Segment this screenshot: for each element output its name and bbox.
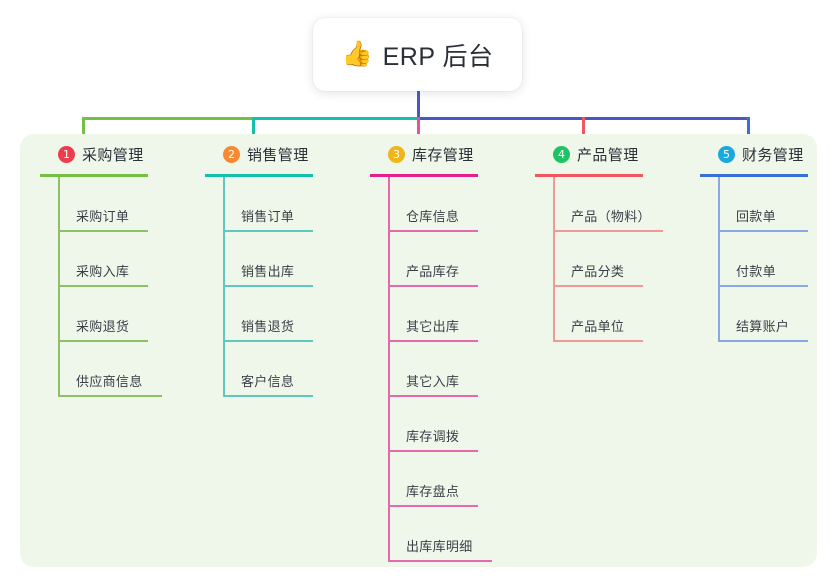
category-item-label: 产品库存 — [406, 264, 460, 279]
category-item-rule — [58, 285, 148, 287]
category-header-rule — [40, 174, 148, 177]
categories-panel — [20, 134, 817, 567]
category-item-rule — [58, 230, 148, 232]
category-item-rule — [223, 340, 313, 342]
category-item-label: 销售退货 — [241, 319, 295, 334]
category-item-rule — [388, 340, 478, 342]
category-item-rule — [553, 340, 643, 342]
category-header-rule — [535, 174, 643, 177]
category-item-rule — [718, 340, 808, 342]
category-item-label: 其它入库 — [406, 374, 460, 389]
category-item-rule — [718, 230, 808, 232]
category-spine-line — [553, 177, 555, 342]
root-node-content: 👍 ERP 后台 — [341, 37, 493, 73]
category-item-rule — [553, 285, 643, 287]
category-item-label: 销售出库 — [241, 264, 295, 279]
category-item-rule — [223, 285, 313, 287]
category-spine-line — [58, 177, 60, 397]
category-item-label: 其它出库 — [406, 319, 460, 334]
category-item-rule — [223, 395, 313, 397]
category-title: 库存管理 — [412, 146, 474, 164]
category-number-badge: 4 — [553, 145, 570, 163]
root-node-title: ERP 后台 — [382, 42, 494, 71]
category-column-product: 4 产品管理产品（物料） 产品分类产品单位 — [535, 142, 663, 342]
category-item-rule — [58, 340, 148, 342]
category-item-label: 产品单位 — [571, 319, 625, 334]
category-item-rule — [223, 230, 313, 232]
category-header-product[interactable]: 4 产品管理 — [553, 142, 639, 166]
category-column-inventory: 3 库存管理仓库信息产品库存其它出库其它入库库存调拨库存盘点出库库明细 — [370, 142, 492, 562]
category-item-rule — [388, 505, 478, 507]
category-item-label: 仓库信息 — [406, 209, 460, 224]
category-number-badge: 1 — [58, 145, 75, 163]
category-item-label: 出库库明细 — [406, 539, 473, 554]
category-number-badge: 3 — [388, 145, 405, 163]
category-item-rule — [388, 450, 478, 452]
category-item-label: 库存调拨 — [406, 429, 460, 444]
root-node-card[interactable]: 👍 ERP 后台 — [313, 18, 522, 91]
category-title: 销售管理 — [247, 146, 309, 164]
category-item-rule — [553, 230, 663, 232]
category-header-rule — [700, 174, 808, 177]
category-number-badge: 2 — [223, 145, 240, 163]
category-item-label: 库存盘点 — [406, 484, 460, 499]
category-item-label: 采购退货 — [76, 319, 130, 334]
category-item-rule — [388, 395, 478, 397]
root-stem-line — [417, 91, 420, 117]
category-item-rule — [388, 230, 478, 232]
category-header-rule — [370, 174, 478, 177]
trunk-segment-teal — [252, 117, 418, 120]
category-item-rule — [388, 560, 492, 562]
category-item-label: 采购订单 — [76, 209, 130, 224]
category-number-badge: 5 — [718, 145, 735, 163]
category-item-label: 回款单 — [736, 209, 776, 224]
trunk-segment-green — [82, 117, 253, 120]
category-title: 财务管理 — [742, 146, 804, 164]
category-item-label: 客户信息 — [241, 374, 295, 389]
category-item-label: 付款单 — [736, 264, 776, 279]
category-spine-line — [718, 177, 720, 342]
category-item-rule — [58, 395, 162, 397]
category-item-label: 采购入库 — [76, 264, 130, 279]
category-header-finance[interactable]: 5 财务管理 — [718, 142, 804, 166]
category-header-rule — [205, 174, 313, 177]
category-header-purchase[interactable]: 1 采购管理 — [58, 142, 144, 166]
category-spine-line — [223, 177, 225, 397]
category-spine-line — [388, 177, 390, 562]
thumbs-up-icon: 👍 — [341, 40, 373, 68]
category-column-sales: 2 销售管理销售订单销售出库销售退货客户信息 — [205, 142, 313, 397]
category-item-label: 产品分类 — [571, 264, 625, 279]
category-item-label: 结算账户 — [736, 319, 790, 334]
category-title: 产品管理 — [577, 146, 639, 164]
category-item-label: 销售订单 — [241, 209, 295, 224]
category-header-sales[interactable]: 2 销售管理 — [223, 142, 309, 166]
category-item-rule — [718, 285, 808, 287]
category-header-inventory[interactable]: 3 库存管理 — [388, 142, 474, 166]
category-column-purchase: 1 采购管理采购订单采购入库采购退货供应商信息 — [40, 142, 162, 397]
category-item-label: 产品（物料） — [571, 209, 651, 224]
category-item-rule — [388, 285, 478, 287]
category-column-finance: 5 财务管理回款单付款单结算账户 — [700, 142, 808, 342]
category-item-label: 供应商信息 — [76, 374, 143, 389]
category-title: 采购管理 — [82, 146, 144, 164]
